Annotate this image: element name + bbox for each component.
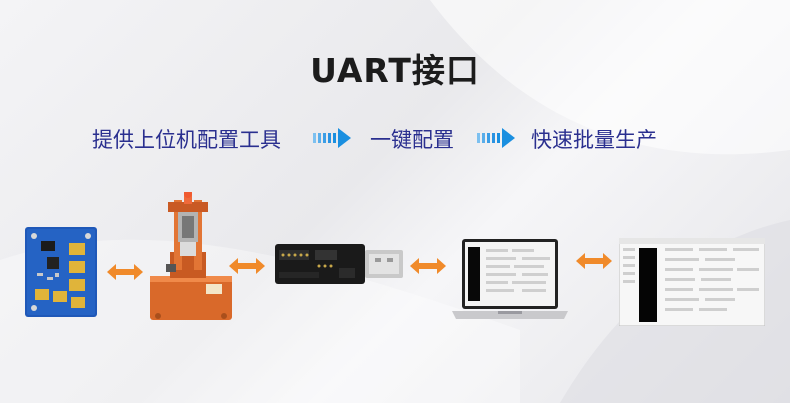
- usb-uart-adapter: [275, 244, 403, 284]
- laptop: [452, 239, 568, 319]
- sensor-module-board: [25, 227, 97, 317]
- step-batch-production: 快速批量生产: [531, 128, 657, 152]
- test-fixture: [150, 192, 232, 320]
- page-title: UART接口: [310, 51, 480, 90]
- process-steps: 提供上位机配置工具 一键配置 快速批量生产: [0, 124, 790, 154]
- step-provide-config-tool: 提供上位机配置工具: [92, 128, 281, 152]
- bidirectional-arrow-icon: [229, 258, 265, 274]
- device-chain: [0, 192, 790, 335]
- double-chevron-arrow-icon: [477, 128, 515, 148]
- config-software-window: [619, 238, 765, 326]
- bidirectional-arrow-icon: [410, 258, 446, 274]
- double-chevron-arrow-icon: [313, 128, 351, 148]
- bidirectional-arrow-icon: [576, 253, 612, 269]
- bidirectional-arrow-icon: [107, 264, 143, 280]
- step-one-click-config: 一键配置: [370, 128, 454, 152]
